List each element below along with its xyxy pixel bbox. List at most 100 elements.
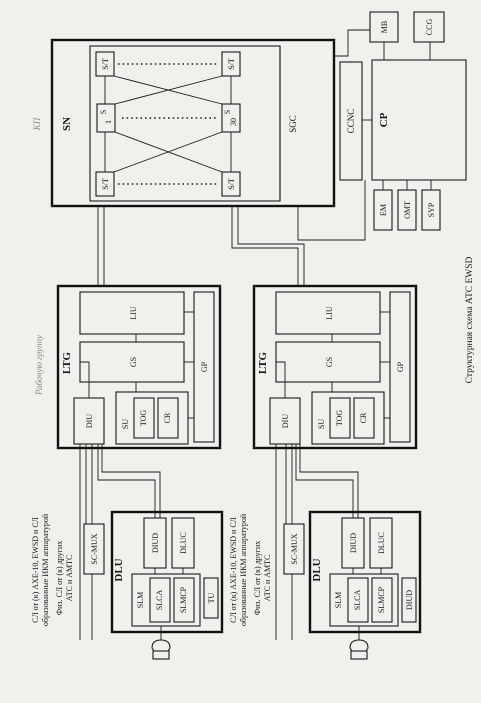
- diu-label: DIU: [85, 414, 94, 428]
- s-block-1: [96, 103, 116, 133]
- diu-label: DIU: [281, 414, 290, 428]
- dluc-label: DLUC: [377, 532, 386, 554]
- diud-label: DIUD: [349, 533, 358, 553]
- st-label: S/T: [101, 178, 110, 190]
- diud2-block: [401, 577, 417, 623]
- sc-mux-label: SC-MUX: [290, 533, 299, 564]
- tog-block: [329, 397, 351, 439]
- sn-ltg-links: [97, 206, 305, 286]
- liu-label: LIU: [129, 306, 138, 320]
- sn-label: SN: [61, 117, 73, 131]
- dlu-frame: [308, 510, 422, 634]
- diud2-label: DIUD: [405, 590, 414, 610]
- dlu-internal-links: [154, 568, 184, 574]
- tog-label: TOG: [139, 410, 148, 427]
- ltg-internal-links: [276, 311, 390, 419]
- gp-label: GP: [200, 361, 209, 372]
- syp-label: SYP: [427, 202, 436, 217]
- em-label: EM: [379, 204, 388, 216]
- trunk-label-line1: СЛ от (к) АХЕ-10, EWSD и СЛ: [229, 517, 238, 623]
- s-label: S: [223, 110, 232, 114]
- trunk-label-line2: образованные ИКМ аппаратурой: [41, 513, 50, 626]
- sn-frame: [50, 38, 336, 208]
- gs-label: GS: [325, 357, 334, 367]
- phone-base-icon: [152, 650, 170, 660]
- hand-note-group: Рабочую группу: [34, 335, 44, 396]
- control-links: [297, 29, 432, 241]
- liu-block: [79, 291, 185, 335]
- phone-icon: [151, 639, 171, 652]
- st-label: S/T: [101, 58, 110, 70]
- slmcp-block: [173, 577, 195, 623]
- slca-label: SLCA: [155, 590, 164, 611]
- s1-index: 1: [104, 120, 113, 124]
- diud-label: DIUD: [151, 533, 160, 553]
- ltg-frame: [252, 284, 418, 450]
- dlu-left: DLU DIUD DLUC SLM SLCA SLMCP TU: [110, 510, 224, 634]
- slmcp-block: [371, 577, 393, 623]
- omt-label: OMT: [403, 201, 412, 219]
- cr-block: [353, 397, 375, 439]
- labels-right: СЛ от (к) АХЕ-10, EWSD и СЛ образованные…: [229, 513, 272, 626]
- telephone-right: [349, 626, 369, 660]
- trunk-label-line2: образованные ИКМ аппаратурой: [239, 513, 248, 626]
- sn-inner-frame: [89, 45, 281, 202]
- mb-label: MB: [380, 21, 389, 33]
- sc-mux-label: SC-MUX: [90, 533, 99, 564]
- dlu-internal-links: [352, 568, 382, 574]
- gs-label: GS: [129, 357, 138, 367]
- sc-mux-block: [283, 523, 305, 575]
- slca-label: SLCA: [353, 590, 362, 611]
- slm-block: [329, 573, 399, 627]
- control-blocks: MB CCG CCNC CP EM OMT SYP: [297, 11, 467, 241]
- sn-crossing-links: [104, 75, 232, 173]
- su-block: [311, 391, 385, 445]
- telephone-left: [151, 626, 171, 660]
- slm-block: [131, 573, 201, 627]
- dlu-frame: [110, 510, 224, 634]
- sgc-label: SGC: [288, 115, 298, 133]
- ccnc-block: [339, 61, 363, 181]
- slmcp-label: SLMCP: [179, 586, 188, 613]
- slm-label: SLM: [334, 592, 343, 608]
- st-label: S/T: [227, 58, 236, 70]
- phone-base-icon: [350, 650, 368, 660]
- phys-label-line2: АТС и АМТС: [263, 555, 272, 602]
- s-block-30: [221, 103, 241, 133]
- cr-label: CR: [359, 412, 368, 423]
- ltg-frame: [56, 284, 222, 450]
- access-links-right: [275, 444, 359, 640]
- liu-label: LIU: [325, 306, 334, 320]
- ltg-label: LTG: [257, 351, 269, 374]
- tu-label: TU: [207, 592, 216, 603]
- sc-mux-right: SC-MUX: [283, 523, 305, 575]
- cp-label: CP: [378, 112, 390, 127]
- sc-mux-left: SC-MUX: [83, 523, 105, 575]
- slca-block: [347, 577, 369, 623]
- slm-label: SLM: [136, 592, 145, 608]
- tog-block: [133, 397, 155, 439]
- dluc-label: DLUC: [179, 532, 188, 554]
- access-links-left: [79, 444, 161, 640]
- s-label: S: [99, 110, 108, 114]
- cr-label: CR: [163, 412, 172, 423]
- cr-block: [157, 397, 179, 439]
- hand-note-kp: КП: [32, 117, 42, 131]
- dlu-label: DLU: [113, 558, 125, 581]
- sc-mux-block: [83, 523, 105, 575]
- phys-label-line2: АТС и АМТС: [65, 555, 74, 602]
- dlu-right: DLU DIUD DLUC SLM SLCA SLMCP DIUD: [308, 510, 422, 634]
- ltg-label: LTG: [61, 351, 73, 374]
- dlu-label: DLU: [311, 558, 323, 581]
- su-label: SU: [121, 419, 130, 429]
- gp-block: [193, 291, 215, 443]
- ltg-left: LTG LIU GS GP DIU SU TOG CR: [56, 284, 222, 450]
- phys-label-line1: Физ. СЛ от (к) других: [253, 541, 262, 615]
- tu-block: [203, 577, 219, 619]
- tog-label: TOG: [335, 410, 344, 427]
- ccg-label: CCG: [425, 19, 434, 36]
- su-block: [115, 391, 189, 445]
- phone-icon: [349, 639, 369, 652]
- switching-network: SN SGC S/T S/T S/T S/T S 1 S 30: [50, 38, 336, 208]
